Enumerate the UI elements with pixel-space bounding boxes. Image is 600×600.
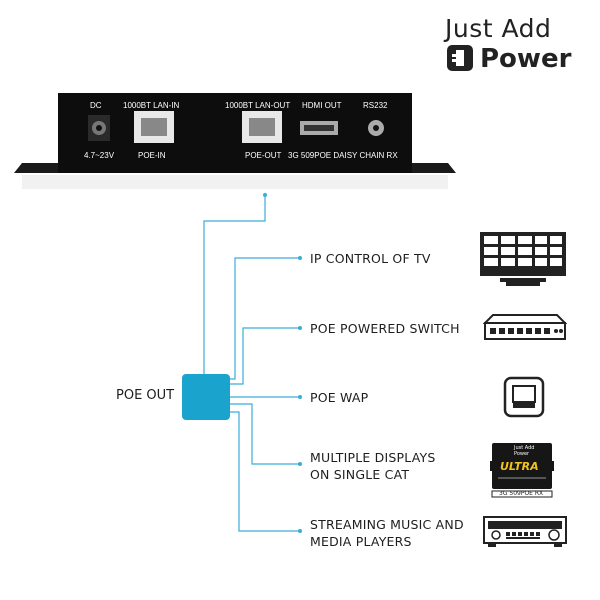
- model-label: 3G 509POE DAISY CHAIN RX: [288, 151, 398, 160]
- branch-line-2: [229, 327, 300, 385]
- poe-out-hub: [182, 374, 230, 420]
- network-switch-icon: [483, 314, 567, 340]
- device-rear-panel: DC 1000BT LAN-IN 1000BT LAN-OUT HDMI OUT…: [10, 85, 460, 195]
- receiver-model: 3G 509POE RX: [499, 490, 544, 497]
- av-receiver-icon: [483, 516, 567, 547]
- destination-label-3: POE WAP: [310, 390, 369, 405]
- branch-line-1: [229, 257, 300, 380]
- voltage-label: 4.7~23V: [84, 151, 115, 160]
- hdmi-out-label: HDMI OUT: [302, 101, 342, 110]
- branch-line-4: [229, 403, 300, 465]
- destination-label-2: POE POWERED SWITCH: [310, 321, 460, 336]
- dc-label: DC: [90, 101, 102, 110]
- destination-label-4: MULTIPLE DISPLAYS ON SINGLE CAT: [310, 450, 436, 482]
- rs232-label: RS232: [363, 101, 388, 110]
- receiver-product: ULTRA: [500, 460, 539, 473]
- destination-label-1: IP CONTROL OF TV: [310, 251, 431, 266]
- destination-label-5: STREAMING MUSIC AND MEDIA PLAYERS: [310, 517, 464, 549]
- poe-out-label: POE OUT: [116, 388, 175, 403]
- poe-in-label: POE-IN: [138, 151, 166, 160]
- poe-out-port-label: POE-OUT: [245, 151, 282, 160]
- poe-out-feed-line: [203, 195, 266, 376]
- video-wall-icon: [480, 232, 566, 286]
- wireless-access-point-icon: [503, 376, 545, 418]
- power-plug-icon: [447, 45, 473, 71]
- brand-line2: Power: [480, 44, 572, 74]
- receiver-device-icon: Just Add Power ULTRA 3G 509POE RX: [490, 441, 554, 498]
- brand-line1: Just Add: [445, 14, 552, 43]
- lan-in-label: 1000BT LAN-IN: [123, 101, 180, 110]
- brand-logo-mark: [446, 44, 474, 72]
- branch-line-5: [229, 411, 300, 532]
- receiver-brand: Just Add Power: [514, 445, 535, 457]
- lan-out-label: 1000BT LAN-OUT: [225, 101, 290, 110]
